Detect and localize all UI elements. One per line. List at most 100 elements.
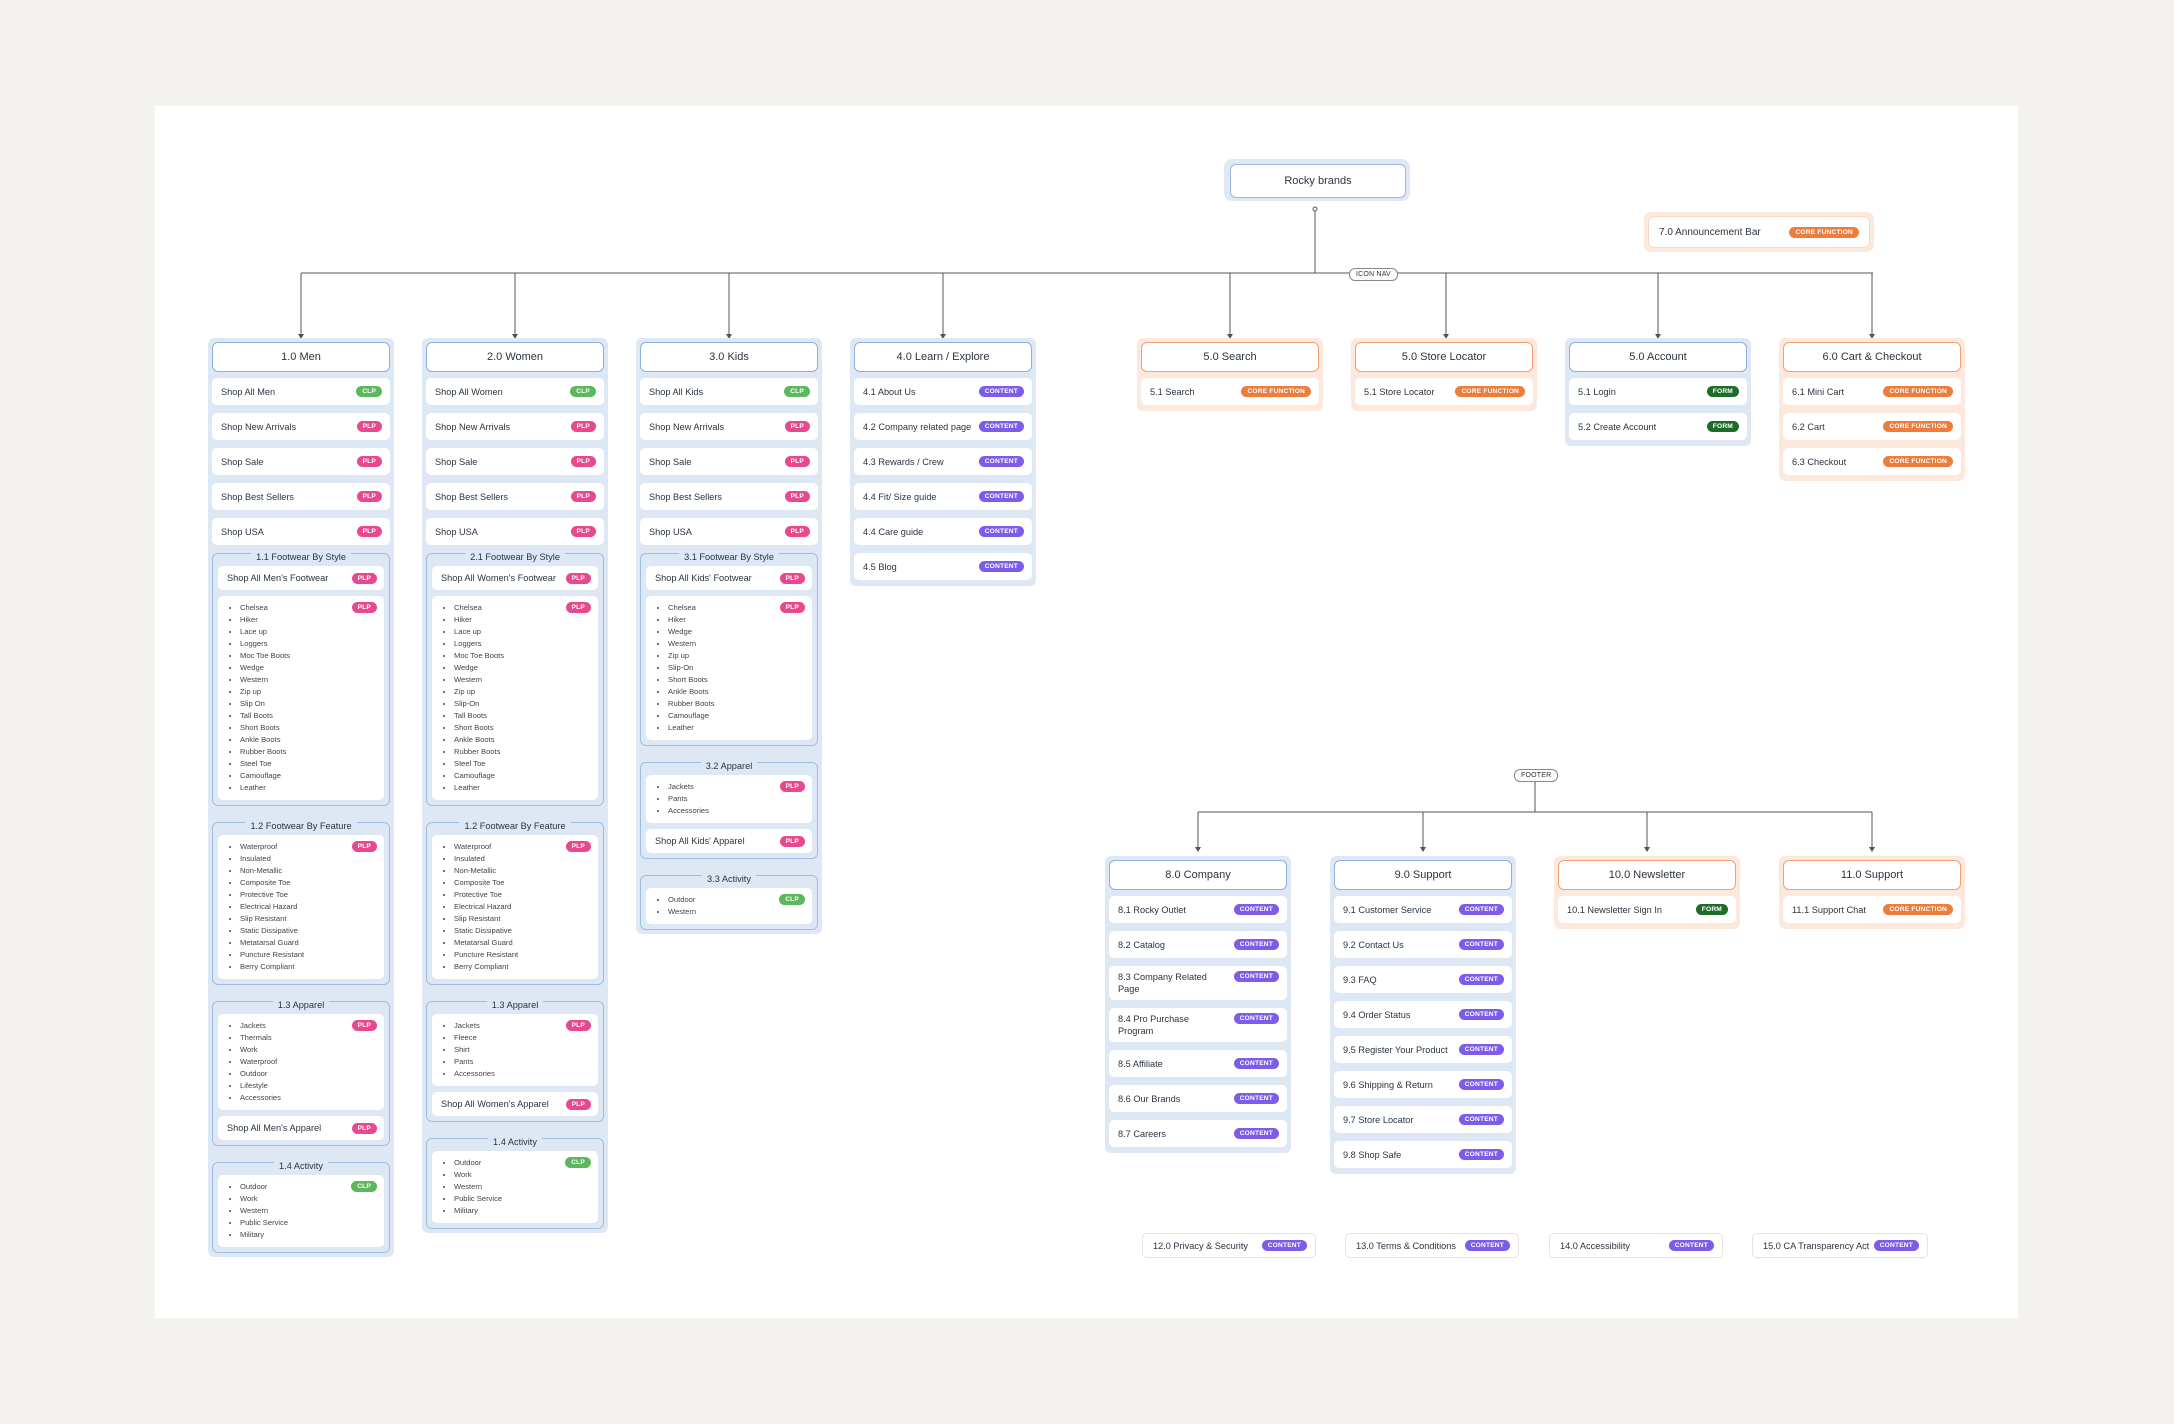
style-list[interactable]: PLPChelseaHikerLace upLoggersMoc Toe Boo…	[218, 596, 384, 800]
feature-list[interactable]: PLPWaterproofInsulatedNon-MetallicCompos…	[432, 835, 598, 979]
account-header[interactable]: 5.0 Account	[1569, 342, 1747, 372]
support-header[interactable]: 9.0 Support	[1334, 860, 1512, 890]
support11-header[interactable]: 11.0 Support	[1783, 860, 1961, 890]
store-locator-header[interactable]: 5.0 Store Locator	[1355, 342, 1533, 372]
badge: CONTENT	[978, 491, 1024, 502]
badge: CONTENT	[1233, 904, 1279, 915]
feature-list[interactable]: PLPWaterproofInsulatedNon-MetallicCompos…	[218, 835, 384, 979]
newsletter-header[interactable]: 10.0 Newsletter	[1558, 860, 1736, 890]
apparel-list[interactable]: PLPJacketsThermalsWorkWaterproofOutdoorL…	[218, 1014, 384, 1110]
men-header[interactable]: 1.0 Men	[212, 342, 390, 372]
root-node[interactable]: Rocky brands	[1230, 164, 1406, 198]
group-title: 1.4 Activity	[488, 1137, 542, 1147]
search-header[interactable]: 5.0 Search	[1141, 342, 1319, 372]
badge: CONTENT	[1458, 974, 1504, 985]
group-title: 3.3 Activity	[702, 874, 756, 884]
item-label: Shop All Kids	[649, 386, 704, 397]
list-item: Static Dissipative	[454, 925, 591, 937]
badge: PLP	[784, 421, 810, 432]
list-item: Composite Toe	[454, 877, 591, 889]
list-item: Fleece	[454, 1032, 591, 1044]
learn-header[interactable]: 4.0 Learn / Explore	[854, 342, 1032, 372]
badge: CONTENT	[1233, 1013, 1279, 1024]
style-list[interactable]: PLPChelseaHikerWedgeWesternZip upSlip-On…	[646, 596, 812, 740]
apparel-list[interactable]: PLPJacketsPantsAccessories	[646, 775, 812, 823]
style-list[interactable]: PLPChelseaHikerLace upLoggersMoc Toe Boo…	[432, 596, 598, 800]
activity-list[interactable]: CLPOutdoorWorkWesternPublic ServiceMilit…	[432, 1151, 598, 1223]
apparel-list[interactable]: PLPJacketsFleeceShirtPantsAccessories	[432, 1014, 598, 1086]
badge: CONTENT	[1233, 971, 1279, 982]
activity-list[interactable]: CLPOutdoorWestern	[646, 888, 812, 924]
item-label: 8.5 Affiliate	[1118, 1058, 1163, 1069]
women-header[interactable]: 2.0 Women	[426, 342, 604, 372]
root-label: Rocky brands	[1284, 175, 1352, 187]
group-title: 3.1 Footwear By Style	[679, 552, 779, 562]
announcement-bar-node[interactable]: 7.0 Announcement Bar CORE FUNCTION	[1648, 216, 1870, 248]
kids-header[interactable]: 3.0 Kids	[640, 342, 818, 372]
cart-header[interactable]: 6.0 Cart & Checkout	[1783, 342, 1961, 372]
list-item: Western	[668, 906, 805, 918]
activity-list[interactable]: CLPOutdoorWorkWesternPublic ServiceMilit…	[218, 1175, 384, 1247]
list-item: Slip-On	[668, 662, 805, 674]
company-header[interactable]: 8.0 Company	[1109, 860, 1287, 890]
badge: CONTENT	[1458, 1114, 1504, 1125]
list-item: Work	[454, 1169, 591, 1181]
